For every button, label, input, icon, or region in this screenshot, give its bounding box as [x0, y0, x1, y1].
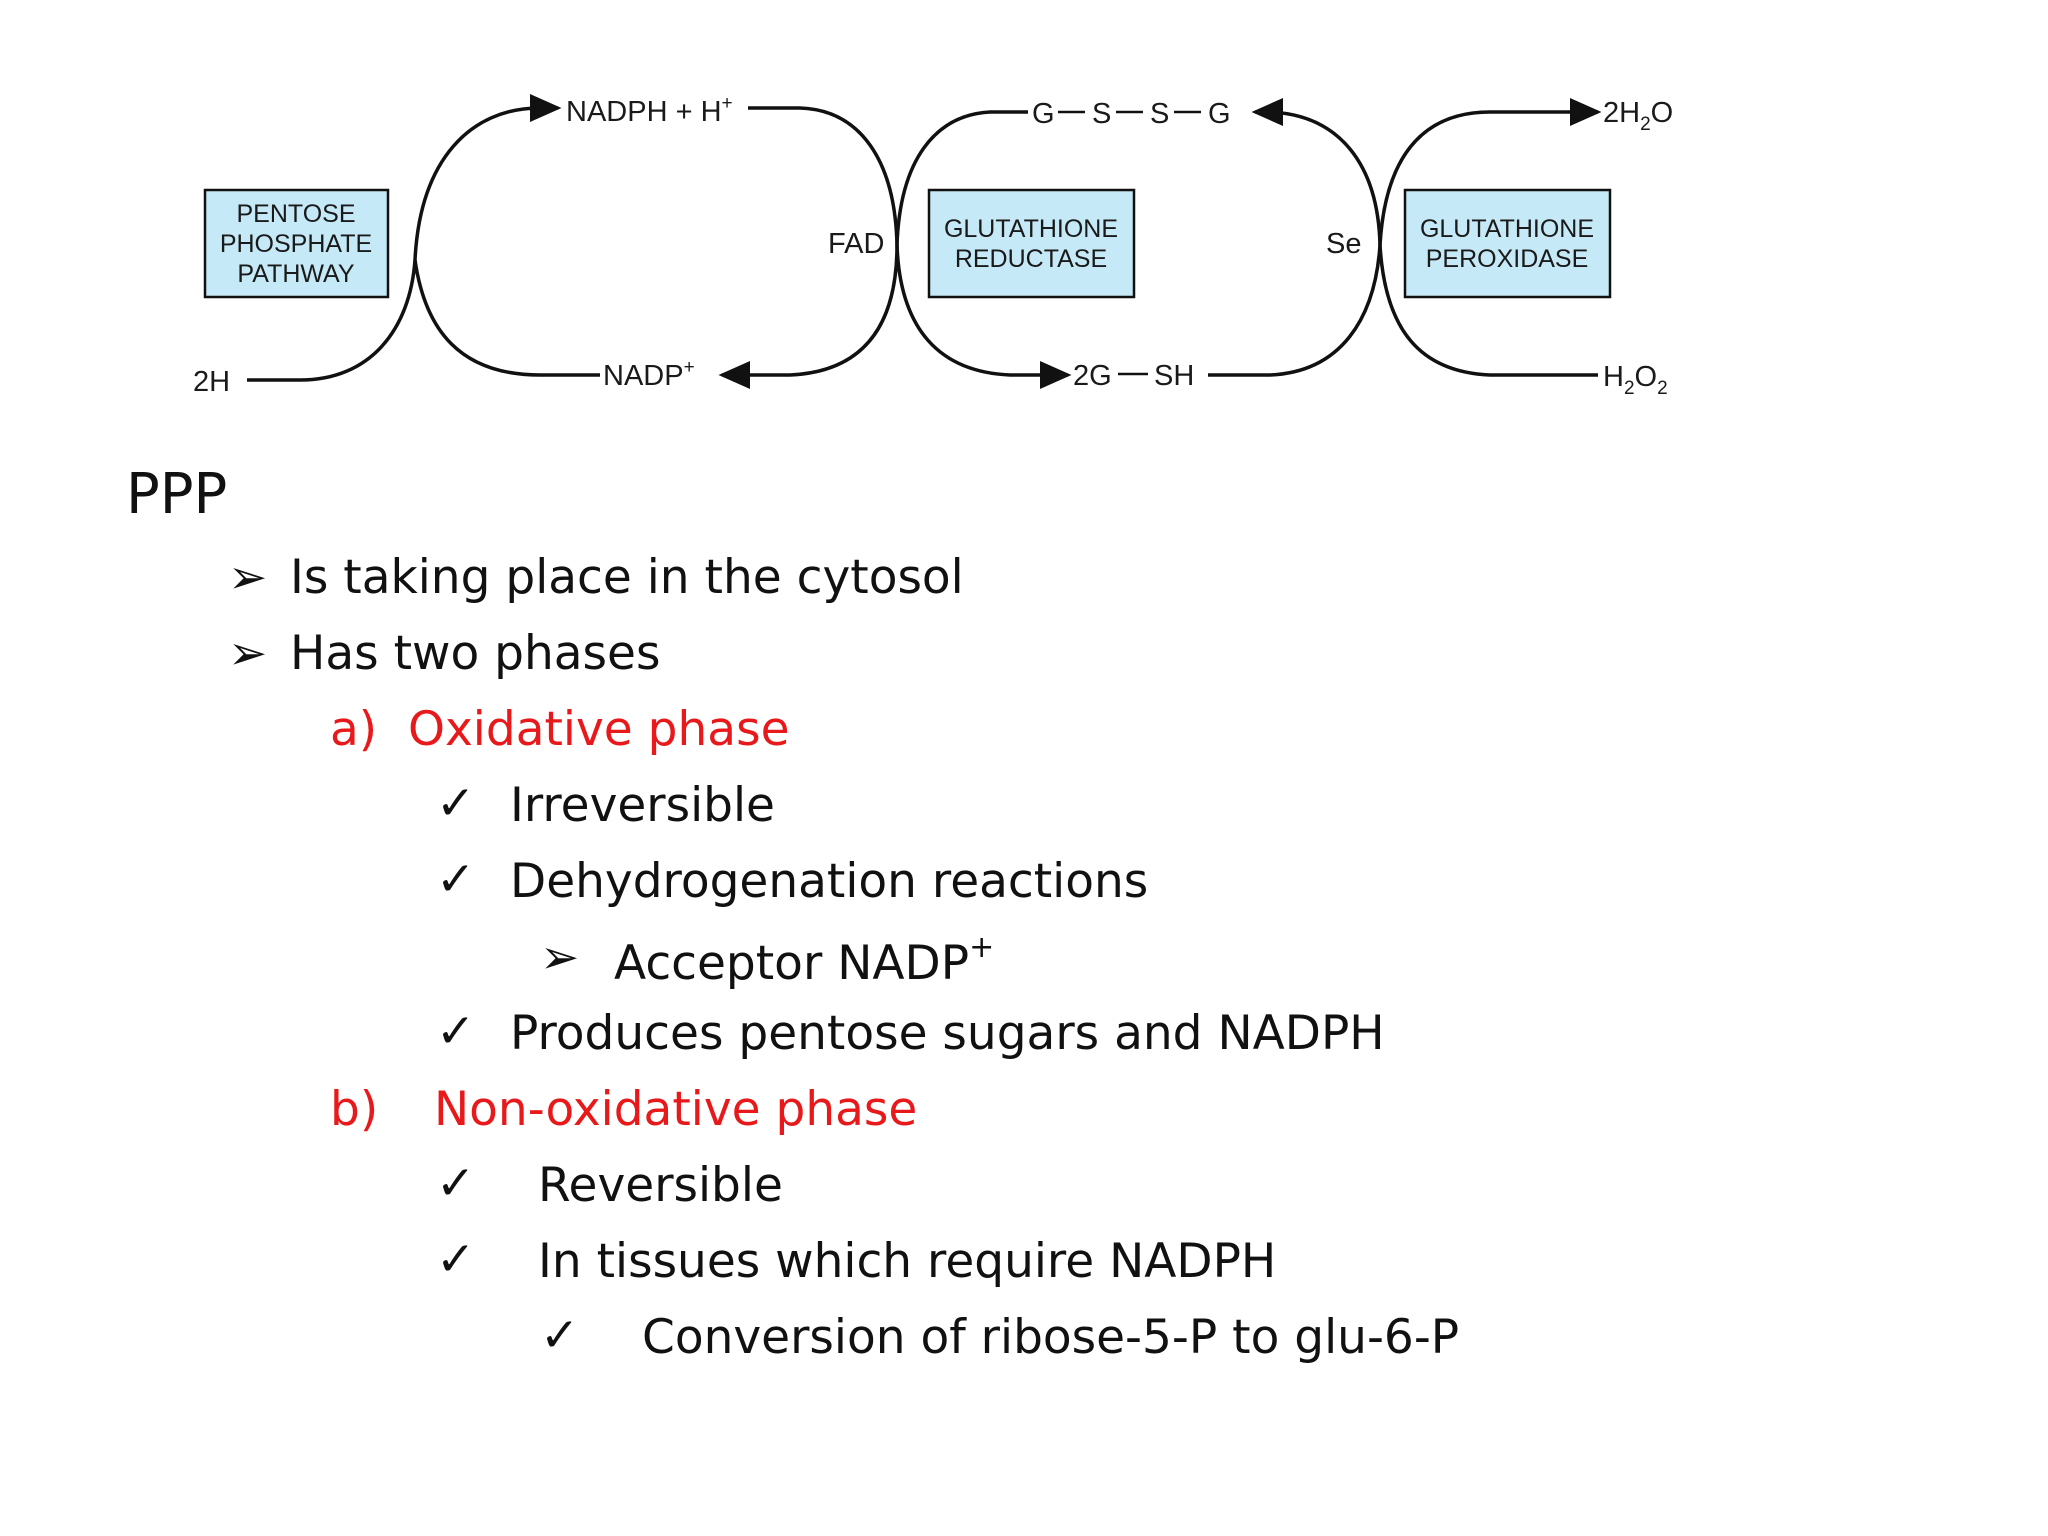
label-se: Se	[1326, 228, 1361, 260]
item-acceptor-nadp: Acceptor NADP+	[614, 930, 995, 991]
svg-text:SH: SH	[1154, 360, 1194, 392]
pentose-phosphate-pathway-box: PENTOSE PHOSPHATE PATHWAY	[203, 188, 390, 299]
svg-text:REDUCTASE: REDUCTASE	[955, 245, 1107, 273]
svg-text:GLUTATHIONE: GLUTATHIONE	[1420, 215, 1594, 243]
check-icon: ✓	[436, 776, 476, 831]
item-dehydrogenation: Dehydrogenation reactions	[510, 854, 1149, 909]
curve-h2o2-to-se	[1378, 244, 1598, 377]
curve-nadph-to-fad	[748, 106, 899, 246]
curve-fad-to-2gsh	[895, 244, 1072, 389]
curve-2gsh-to-se	[1208, 244, 1382, 377]
item-irreversible: Irreversible	[510, 778, 775, 833]
item-conversion-ribose: Conversion of ribose-5-P to glu-6-P	[642, 1310, 1460, 1365]
check-icon: ✓	[540, 1308, 580, 1363]
bullet-arrow-icon: ➢	[540, 930, 580, 985]
svg-text:PHOSPHATE: PHOSPHATE	[220, 230, 372, 258]
phase-a-label: Oxidative phase	[408, 702, 790, 757]
item-produces-pentose: Produces pentose sugars and NADPH	[510, 1006, 1385, 1061]
glutathione-cycle-diagram: PENTOSE PHOSPHATE PATHWAY GLUTATHIONE RE…	[0, 0, 2048, 440]
check-icon: ✓	[436, 852, 476, 907]
label-nadp: NADP+	[603, 357, 695, 392]
item-reversible: Reversible	[538, 1158, 783, 1213]
label-fad: FAD	[828, 228, 884, 260]
bullet-arrow-icon: ➢	[228, 626, 268, 681]
svg-text:G: G	[1032, 98, 1055, 130]
bullet-two-phases: Has two phases	[290, 626, 661, 681]
phase-b-marker: b)	[330, 1082, 379, 1137]
check-icon: ✓	[436, 1232, 476, 1287]
svg-text:GLUTATHIONE: GLUTATHIONE	[944, 215, 1118, 243]
label-nadph: NADPH + H+	[566, 93, 733, 128]
check-icon: ✓	[436, 1156, 476, 1211]
diagram-canvas: PENTOSE PHOSPHATE PATHWAY GLUTATHIONE RE…	[193, 93, 1673, 399]
svg-text:2G: 2G	[1073, 360, 1112, 392]
label-h2o2: H2O2	[1603, 361, 1668, 399]
label-2gsh: 2G SH	[1073, 360, 1194, 392]
svg-text:PEROXIDASE: PEROXIDASE	[1426, 245, 1589, 273]
check-icon: ✓	[436, 1004, 476, 1059]
phase-a-marker: a)	[330, 702, 378, 757]
glutathione-reductase-box: GLUTATHIONE REDUCTASE	[927, 188, 1136, 299]
svg-text:S: S	[1092, 98, 1111, 130]
phase-b-label: Non-oxidative phase	[434, 1082, 918, 1137]
label-2h: 2H	[193, 366, 230, 398]
curve-nadp-loop-left	[413, 259, 600, 377]
svg-text:S: S	[1150, 98, 1169, 130]
curve-fad-to-nadp	[718, 244, 899, 389]
bullet-arrow-icon: ➢	[228, 550, 268, 605]
item-tissues-nadph: In tissues which require NADPH	[538, 1234, 1277, 1289]
svg-text:PATHWAY: PATHWAY	[237, 260, 354, 288]
curve-gssg-to-fad	[895, 110, 1028, 246]
svg-text:G: G	[1208, 98, 1231, 130]
curve-2h-to-nadph	[247, 94, 562, 382]
curve-se-to-2h2o	[1378, 98, 1602, 246]
glutathione-peroxidase-box: GLUTATHIONE PEROXIDASE	[1403, 188, 1612, 299]
curve-se-to-gssg	[1251, 98, 1382, 246]
bullet-cytosol: Is taking place in the cytosol	[290, 550, 964, 605]
page-title: PPP	[126, 462, 228, 527]
label-gssg: G S S G	[1032, 98, 1231, 130]
svg-text:PENTOSE: PENTOSE	[236, 200, 355, 228]
label-2h2o: 2H2O	[1603, 97, 1673, 135]
